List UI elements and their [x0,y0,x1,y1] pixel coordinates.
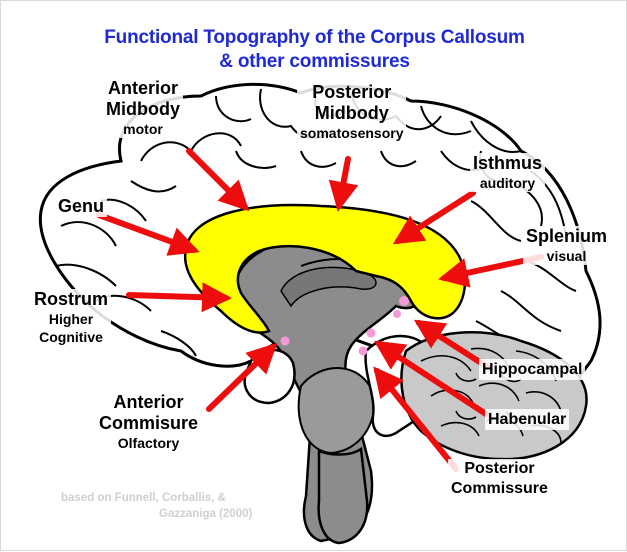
arrow-rostrum [129,295,226,298]
label-anterior-midbody-line2: Midbody [106,99,180,120]
label-rostrum-sub1: Higher [34,310,108,328]
label-anterior-midbody-sub: motor [106,120,180,138]
credit-line-2: Gazzaniga (2000) [159,507,252,521]
label-anterior-commissure-sub: Olfactory [99,434,198,452]
label-posterior-midbody-line2: Midbody [300,103,403,124]
label-rostrum: Rostrum Higher Cognitive [31,289,111,346]
label-posterior-midbody-sub: somatosensory [300,124,403,142]
label-hippocampal: Hippocampal [479,359,585,380]
label-anterior-midbody: Anterior Midbody motor [103,78,183,138]
label-posterior-commissure-line1: Posterior [451,459,548,479]
label-splenium-sub: visual [526,247,607,265]
credit-line-1: based on Funnell, Corballis, & [61,491,226,505]
label-posterior-midbody-line1: Posterior [300,82,403,103]
label-posterior-commissure-line2: Commissure [451,479,548,499]
label-isthmus-sub: auditory [473,174,542,192]
label-splenium: Splenium visual [523,226,610,265]
label-posterior-commissure: Posterior Commissure [448,459,551,499]
label-isthmus: Isthmus auditory [470,153,545,192]
label-rostrum-sub2: Cognitive [34,328,108,346]
title-line-2: & other commissures [1,51,627,73]
label-hippocampal-name: Hippocampal [482,359,582,380]
label-anterior-midbody-line1: Anterior [106,78,180,99]
label-habenular-name: Habenular [488,409,566,430]
orbital-frontal-curl [245,350,295,403]
label-rostrum-name: Rostrum [34,289,108,310]
medulla [319,449,368,543]
label-genu: Genu [55,196,107,217]
label-isthmus-name: Isthmus [473,153,542,174]
title-line-1: Functional Topography of the Corpus Call… [1,27,627,49]
label-anterior-commissure: Anterior Commisure Olfactory [96,392,201,452]
label-anterior-commissure-line1: Anterior [99,392,198,413]
label-anterior-commissure-line2: Commisure [99,413,198,434]
label-posterior-midbody: Posterior Midbody somatosensory [297,82,406,142]
label-splenium-name: Splenium [526,226,607,247]
label-habenular: Habenular [485,409,569,430]
label-genu-name: Genu [58,196,104,217]
